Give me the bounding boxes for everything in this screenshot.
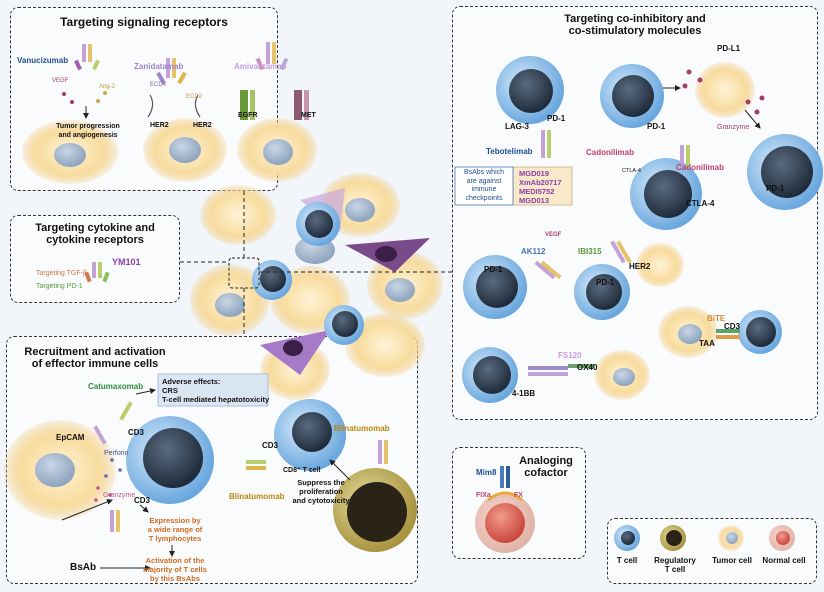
legend-label-regulatory: Regulatory T cell — [654, 556, 696, 574]
label-fx: FX — [514, 492, 523, 499]
label-vegf: VEGF — [52, 78, 69, 84]
zanidatamab-antibody — [147, 58, 201, 118]
label-her2-coinhib: HER2 — [629, 262, 651, 271]
label-perforin: Perforin — [104, 450, 129, 457]
recruit-cells — [4, 373, 417, 571]
coinhib-antibodies — [454, 69, 765, 376]
label-granzyme-coinhib: Granzyme — [717, 124, 750, 131]
label-ecd2: ECD2 — [186, 94, 203, 100]
label-ym101: YM101 — [112, 257, 141, 267]
label-bsab: BsAb — [70, 562, 97, 573]
label-her2-a: HER2 — [150, 122, 169, 129]
legend-label-tumor: Tumor cell — [712, 556, 752, 565]
recruit-title: Recruitment and activation of effector i… — [24, 346, 166, 370]
signaling-title: Targeting signaling receptors — [60, 15, 228, 29]
center-tumor-cluster — [180, 173, 452, 400]
legend-label-tcell: T cell — [616, 556, 638, 565]
label-egfr: EGFR — [238, 112, 258, 119]
label-vanucizumab: Vanucizumab — [17, 56, 69, 65]
label-pd1-e: PD-1 — [596, 278, 615, 287]
label-ctla4-small: CTLA-4 — [622, 168, 641, 174]
signaling-tumor-cells — [22, 118, 317, 184]
label-cd3-b: CD3 — [134, 496, 151, 505]
legend-swatches — [614, 525, 795, 551]
coinhib-cells — [462, 56, 823, 403]
cytokine-title: Targeting cytokine and cytokine receptor… — [35, 222, 155, 246]
coinhib-title: Targeting co-inhibitory and co-stimulato… — [564, 13, 706, 37]
label-met: MET — [301, 112, 316, 119]
label-targeting-tgf: Targeting TGF-β — [36, 270, 87, 277]
label-mim8: Mim8 — [476, 468, 497, 477]
label-fixa: FIXa — [476, 492, 491, 499]
label-pd1-c: PD-1 — [766, 184, 785, 193]
label-bite: BiTE — [707, 314, 726, 323]
cofactor-title: Analoging cofactor — [519, 455, 573, 479]
amivantamab-antibody — [240, 42, 309, 120]
label-ctla4: CTLA-4 — [686, 199, 715, 208]
label-pd1-a: PD-1 — [547, 114, 566, 123]
panel-cytokine — [10, 215, 180, 303]
label-lag3: LAG-3 — [505, 122, 529, 131]
vanucizumab-antibody — [62, 44, 107, 119]
label-suppress: Suppress the proliferation and cytotoxic… — [292, 478, 350, 505]
label-targeting-pd1: Targeting PD-1 — [36, 283, 83, 290]
label-tumor-progression: Tumor progression and angiogenesis — [56, 123, 120, 139]
label-ox40: OX40 — [577, 363, 598, 372]
label-pdl1: PD-L1 — [717, 44, 741, 53]
label-ak112: AK112 — [521, 247, 546, 256]
cofactor-graphics — [475, 466, 535, 553]
label-zanidatamab: Zanidatamab — [134, 62, 184, 71]
label-expression: Expression by a wide range of T lymphocy… — [147, 516, 203, 543]
label-amivantamab: Amivantamab — [234, 62, 287, 71]
label-cadonilimab-a: Cadonilimab — [586, 148, 635, 157]
label-cd8: CD8⁺ T cell — [283, 467, 321, 474]
label-cd3-c: CD3 — [262, 441, 279, 450]
label-cadonilimab-b: Cadonilimab — [676, 163, 725, 172]
label-adverse: Adverse effects: CRS T-cell mediated hep… — [162, 377, 270, 404]
label-4-1bb: 4-1BB — [512, 389, 536, 398]
label-epcam: EpCAM — [56, 433, 85, 442]
legend-label-normal: Normal cell — [762, 556, 806, 565]
label-blinatumomab-b: Blinatumomab — [229, 492, 285, 501]
label-fs120: FS120 — [558, 351, 582, 360]
ym101-antibody — [84, 262, 110, 283]
label-activation: Activation of the majority of T cells by… — [143, 556, 207, 583]
label-cd3-a: CD3 — [128, 428, 145, 437]
label-granzyme-recruit: Granzyme — [103, 492, 136, 499]
label-blinatumomab-a: Blinatumomab — [334, 424, 390, 433]
label-tebotelimab: Tebotelimab — [486, 147, 533, 156]
label-pd1-b: PD-1 — [647, 122, 666, 131]
label-taa: TAA — [699, 339, 715, 348]
label-vegf-coinhib: VEGF — [545, 232, 562, 238]
label-pd1-d: PD-1 — [484, 265, 503, 274]
label-bsabs-note: BsAbs which are against immune checkpoin… — [463, 169, 505, 202]
label-ang2: Ang-2 — [99, 84, 116, 90]
label-checkpoint-list: MGD019 XmAb20717 MEDI5752 MGD013 — [519, 169, 562, 205]
label-ibi315: IBI315 — [578, 247, 602, 256]
label-ecd4: ECD4 — [150, 82, 167, 88]
label-her2-b: HER2 — [193, 122, 212, 129]
label-cd3-coinhib: CD3 — [724, 322, 741, 331]
label-catumaxomab: Catumaxomab — [88, 382, 144, 391]
